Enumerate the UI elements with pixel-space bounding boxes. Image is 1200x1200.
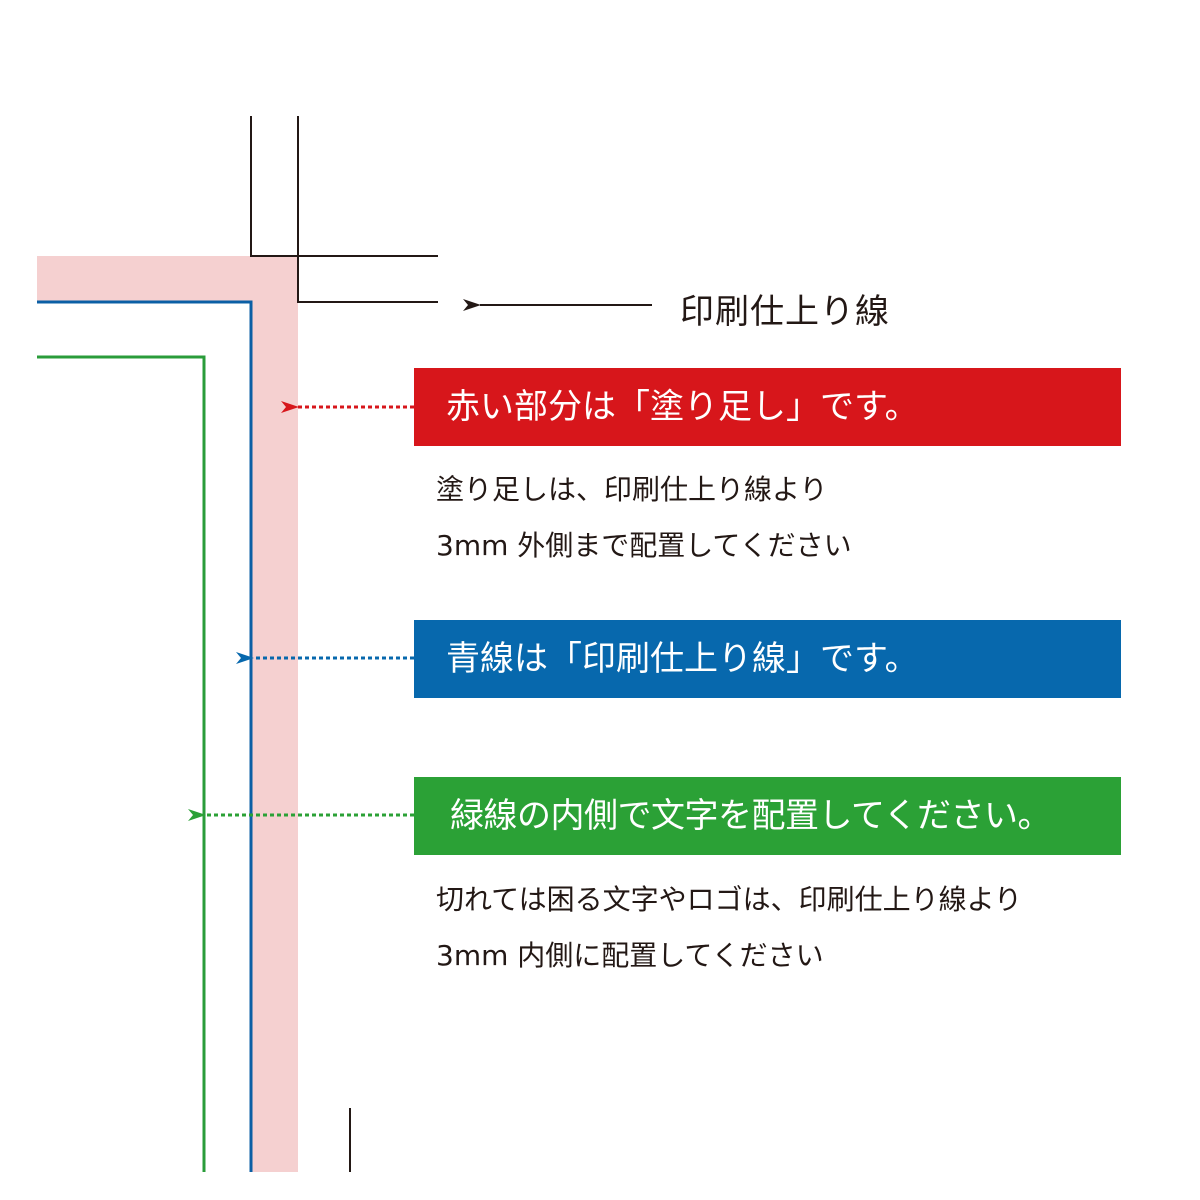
safe-note: 切れては困る文字やロゴは、印刷仕上り線より 3mm 内側に配置してください bbox=[436, 872, 1022, 984]
trim-banner: 青線は「印刷仕上り線」です。 bbox=[414, 620, 1121, 698]
safe-banner: 緑線の内側で文字を配置してください。 bbox=[414, 777, 1121, 855]
bleed-note-line-2: 3mm 外側まで配置してください bbox=[436, 529, 852, 562]
safe-note-line-1: 切れては困る文字やロゴは、印刷仕上り線より bbox=[436, 883, 1023, 916]
trim-line bbox=[37, 300, 253, 1172]
trim-line-label: 印刷仕上り線 bbox=[680, 292, 890, 332]
safe-note-line-2: 3mm 内側に配置してください bbox=[436, 939, 824, 972]
bleed-note-line-1: 塗り足しは、印刷仕上り線より bbox=[436, 473, 828, 506]
crop-marks bbox=[250, 116, 438, 1172]
bleed-note: 塗り足しは、印刷仕上り線より 3mm 外側まで配置してください bbox=[436, 462, 852, 574]
bleed-area bbox=[37, 256, 298, 1172]
bleed-banner: 赤い部分は「塗り足し」です。 bbox=[414, 368, 1121, 446]
safe-line bbox=[37, 355, 206, 1172]
